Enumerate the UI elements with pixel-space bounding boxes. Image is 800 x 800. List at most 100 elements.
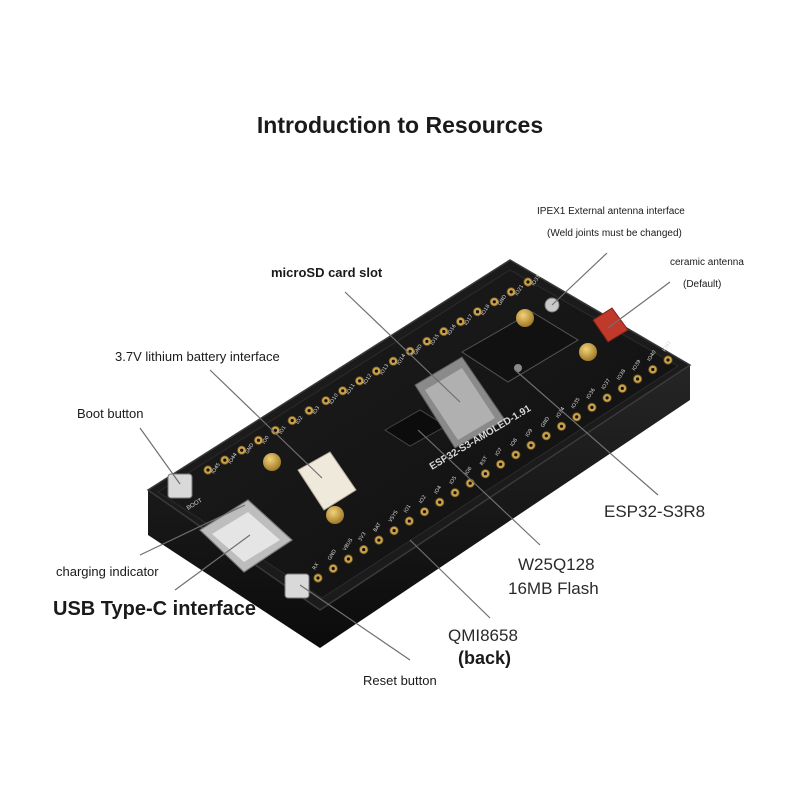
bottom-header-pad-hole (636, 377, 640, 381)
bottom-header-pad-hole (605, 396, 609, 400)
label-qmi-back: (back) (458, 648, 512, 668)
bottom-header-pad-hole (392, 529, 396, 533)
top-header-pad-hole (475, 310, 480, 314)
top-header-pin-label: IO1 (278, 425, 288, 435)
top-header-pad-hole (442, 329, 446, 334)
top-header-pad-hole (526, 280, 530, 284)
bottom-header-pin-label: IO7 (494, 447, 504, 457)
label-reset-button: Reset button (363, 673, 437, 688)
top-header-pin-label: IO44 (227, 452, 238, 465)
top-header-pad-hole (492, 300, 496, 304)
leader-ceramic (607, 281, 671, 329)
bottom-header-pad-hole (331, 566, 335, 571)
leader-lines (139, 252, 671, 661)
leader-ipex (551, 252, 608, 306)
top-header-pad-hole (206, 468, 210, 472)
bottom-header-pad-hole (575, 415, 579, 419)
standoff-1 (516, 309, 534, 327)
leader-qmi (409, 539, 491, 619)
top-header-pin-label: IO14 (396, 353, 407, 366)
bottom-header-pad-hole (514, 453, 518, 457)
leader-charging (139, 504, 246, 556)
bottom-header-pin-label: IO8 (509, 437, 519, 447)
bottom-header-pin-label: IO35 (570, 397, 581, 410)
bottom-header-pad-hole (590, 405, 594, 409)
bottom-header-pin-label: IO38 (616, 368, 627, 381)
top-header-pad-hole (391, 359, 395, 363)
bottom-header-pin-label: RST (479, 455, 490, 467)
bottom-header-pin-label: RX (312, 562, 321, 572)
reset-button (284, 573, 310, 599)
top-header-pin-label: IO12 (362, 373, 373, 386)
top-header-pin-label: IO16 (446, 323, 457, 336)
top-header-pin-label: IO18 (480, 304, 491, 317)
top-header-pad-hole (223, 458, 227, 462)
bottom-header-pad-hole (438, 500, 442, 504)
pin-labels: IO45IO44GNDIO0IO1IO2IO3IO10IO11IO12IO13I… (211, 274, 673, 571)
top-header-pin-label: IO2 (295, 415, 305, 425)
top-header-pad-hole (256, 438, 261, 442)
top-header-pin-label: GND (244, 442, 255, 455)
top-header-pin-label: IO11 (345, 383, 356, 396)
leader-esp32 (514, 369, 659, 496)
bottom-header-pad-hole (544, 434, 548, 438)
top-header-pin-label: GND (497, 294, 508, 307)
top-header-pad-hole (307, 409, 311, 413)
battery-connector (297, 451, 357, 511)
label-microsd-slot: microSD card slot (271, 265, 383, 280)
ceramic-antenna (592, 307, 629, 343)
esp32-chip (461, 311, 579, 383)
espressif-logo-icon (514, 364, 522, 372)
top-header-pad-hole (290, 418, 294, 423)
bottom-header-pads (313, 355, 673, 583)
standoff-2 (579, 343, 597, 361)
bottom-header-pad-hole (499, 462, 503, 466)
label-usb-type-c: USB Type-C interface (53, 598, 257, 620)
top-header-pin-label: IO15 (430, 333, 441, 346)
top-header-pin-label: IO13 (379, 363, 390, 376)
label-ipex: IPEX1 External antenna interface (537, 206, 685, 217)
bottom-header-pad-hole (483, 472, 487, 476)
page-title: Introduction to Resources (256, 112, 544, 138)
bottom-header-pin-label: IO34 (555, 406, 566, 419)
bottom-header-pin-label: 3V3 (357, 531, 367, 542)
top-header-pin-label: IO0 (261, 435, 271, 445)
top-header-pin-label: GND (413, 343, 424, 356)
bottom-header-pad-hole (377, 538, 381, 542)
boot-button (167, 473, 193, 499)
top-header-pads (203, 277, 533, 475)
top-header-pin-label: IO3 (312, 405, 322, 415)
top-header-pin-label: IO21 (514, 284, 525, 297)
bottom-header-pin-label: IO36 (586, 387, 597, 400)
top-header-pad-hole (273, 428, 277, 432)
bottom-header-pin-label: IO39 (631, 359, 642, 372)
bottom-header-pin-label: GND (540, 416, 551, 429)
bottom-header-pin-label: IO4 (433, 485, 443, 495)
bottom-header-pin-label: GND (327, 549, 338, 562)
bottom-header-pad-hole (346, 557, 350, 561)
bottom-header-pin-label: VSYS (388, 510, 400, 524)
bottom-header-pad-hole (651, 367, 655, 372)
standoff-4 (326, 506, 344, 524)
label-battery-interface: 3.7V lithium battery interface (115, 349, 280, 364)
label-ceramic-default: (Default) (683, 279, 722, 290)
bottom-header-pin-label: IO1 (403, 504, 413, 514)
bottom-header-pad-hole (316, 576, 320, 580)
bottom-header-pin-label: IO37 (601, 378, 612, 391)
bottom-header-pin-label: IO5 (449, 475, 459, 485)
label-charging-indicator: charging indicator (56, 564, 159, 579)
bottom-header-pad-hole (407, 519, 411, 523)
bottom-header-pin-label: IO9 (525, 428, 535, 438)
bottom-header-pad-hole (362, 548, 366, 552)
top-header-pad-hole (341, 389, 345, 393)
bottom-header-pin-label: IO2 (418, 494, 428, 504)
leader-flash (417, 429, 541, 546)
top-header-pad-hole (425, 339, 429, 343)
top-header-pin-label: IO17 (463, 313, 474, 326)
top-header-pin-label: IO10 (329, 393, 340, 406)
top-header-pad-hole (240, 448, 244, 452)
bottom-header-pad-hole (666, 358, 670, 362)
label-esp32: ESP32-S3R8 (604, 502, 706, 521)
